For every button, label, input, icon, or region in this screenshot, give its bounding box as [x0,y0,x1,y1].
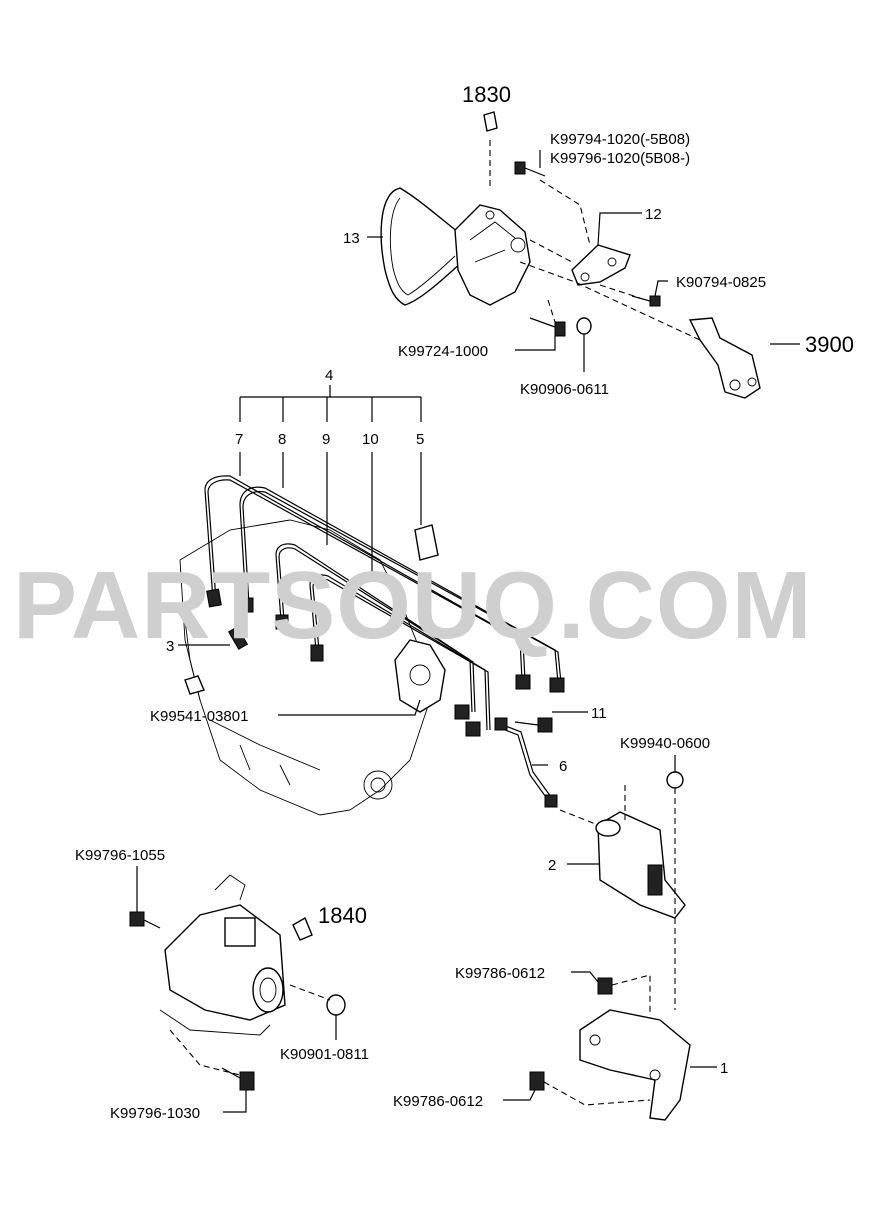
label-10[interactable]: 10 [362,431,379,448]
distributor [394,639,446,713]
ignition-coil-group [529,771,691,1121]
labels: 1830 K99794-1020(-5B08) K99796-1020(5B08… [75,82,854,1122]
label-k90906-0611[interactable]: K90906-0611 [520,381,609,398]
ignition-wires-group [179,385,565,816]
watermark: PARTSOUQ.COM [13,552,813,659]
engine-block [179,519,431,816]
starter-group [129,874,346,1091]
ignition-coil [597,811,686,919]
ref-1830[interactable]: 1830 [462,82,511,107]
label-k99786-0612-upper[interactable]: K99786-0612 [455,965,545,982]
coil-wire [499,727,549,801]
label-k90794-0825[interactable]: K90794-0825 [676,274,766,291]
label-k99796-1055[interactable]: K99796-1055 [75,847,165,864]
plug-wire-8 [239,486,559,684]
label-k99724-1000[interactable]: K99724-1000 [398,343,488,360]
ref-1840[interactable]: 1840 [318,903,367,928]
label-6[interactable]: 6 [559,758,567,775]
mounting-bracket [688,317,761,399]
label-5[interactable]: 5 [416,431,424,448]
label-12[interactable]: 12 [645,206,662,223]
label-13[interactable]: 13 [343,230,360,247]
plug-wire-10 [309,574,488,731]
alternator-bracket [571,244,631,286]
label-9[interactable]: 9 [322,431,330,448]
plug-wire-9 [275,543,473,713]
alternator-assembly [380,111,761,399]
label-k99541-03801[interactable]: K99541-03801 [150,708,248,725]
label-1[interactable]: 1 [720,1060,728,1077]
label-k90901-0811[interactable]: K90901-0811 [280,1046,369,1063]
label-k99940-0600[interactable]: K99940-0600 [620,735,710,752]
label-7[interactable]: 7 [235,431,243,448]
wire-clamp [414,524,439,561]
label-k99786-0612-lower[interactable]: K99786-0612 [393,1093,483,1110]
ref-3900[interactable]: 3900 [805,332,854,357]
label-k99796-1020[interactable]: K99796-1020(5B08-) [550,150,690,167]
label-k99794-1020[interactable]: K99794-1020(-5B08) [550,131,690,148]
label-3[interactable]: 3 [166,638,174,655]
label-k99796-1030[interactable]: K99796-1030 [110,1105,200,1122]
label-11[interactable]: 11 [591,705,607,722]
label-2[interactable]: 2 [548,857,556,874]
plug-wire-7 [204,475,523,681]
label-8[interactable]: 8 [278,431,286,448]
leader-lines [136,150,800,1113]
label-4[interactable]: 4 [325,367,333,384]
coil-bracket [579,1009,691,1121]
